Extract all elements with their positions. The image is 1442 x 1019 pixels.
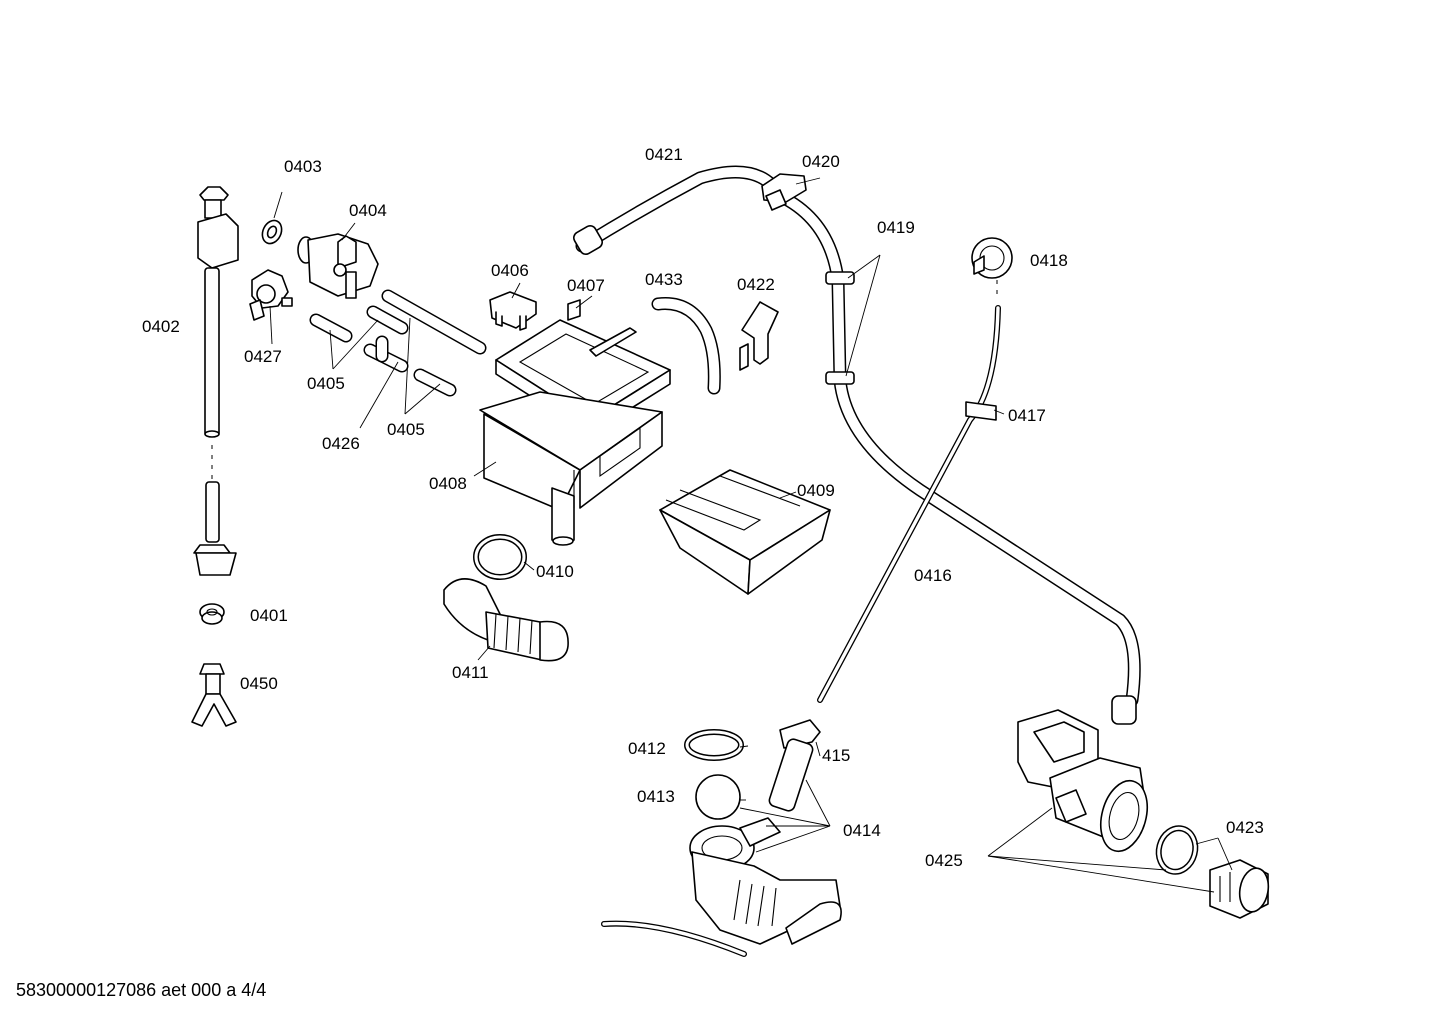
part-0421-hose xyxy=(573,165,787,255)
part-0419-clamps xyxy=(825,271,855,385)
part-0416-drain-hose xyxy=(773,189,1141,725)
part-0409-dispenser-drawer xyxy=(659,469,831,595)
label-0409: 0409 xyxy=(797,481,835,500)
part-0412-seal xyxy=(684,729,744,761)
part-0413-ball xyxy=(695,774,741,820)
label-0416: 0416 xyxy=(914,566,952,585)
part-0425-drain-pump xyxy=(1017,709,1149,853)
part-0403-washer xyxy=(261,219,283,245)
part-0427-valve xyxy=(249,269,293,321)
label-0406: 0406 xyxy=(491,261,529,280)
label-0410: 0410 xyxy=(536,562,574,581)
label-0404: 0404 xyxy=(349,201,387,220)
part-0420-bracket xyxy=(761,173,807,211)
leader-lines xyxy=(269,177,1233,893)
part-0406-clip xyxy=(489,291,537,331)
part-0426-connector xyxy=(363,335,409,373)
part-0405-tubes xyxy=(309,289,487,397)
drawing-reference-number: 58300000127086 aet 000 a 4/4 xyxy=(16,980,267,1000)
label-0426: 0426 xyxy=(322,434,360,453)
part-0402-inlet-hose xyxy=(193,186,239,576)
label-0412: 0412 xyxy=(628,739,666,758)
label-0407: 0407 xyxy=(567,276,605,295)
label-0425: 0425 xyxy=(925,851,963,870)
label-0417: 0417 xyxy=(1008,406,1046,425)
label-0408: 0408 xyxy=(429,474,467,493)
part-labels: 0402 0403 0404 0427 0405 0426 0405 0406 … xyxy=(142,145,1264,870)
label-0403: 0403 xyxy=(284,157,322,176)
label-0427: 0427 xyxy=(244,347,282,366)
label-0413: 0413 xyxy=(637,787,675,806)
label-0421: 0421 xyxy=(645,145,683,164)
label-0418: 0418 xyxy=(1030,251,1068,270)
part-0410-seal xyxy=(473,534,527,580)
label-0422: 0422 xyxy=(737,275,775,294)
part-0411-bellows-hose xyxy=(443,578,569,662)
part-0433-hose xyxy=(651,297,721,395)
part-0423-filter xyxy=(1209,859,1270,919)
label-0405-a: 0405 xyxy=(307,374,345,393)
part-0422-bracket xyxy=(739,301,779,371)
label-0401: 0401 xyxy=(250,606,288,625)
label-0420: 0420 xyxy=(802,152,840,171)
part-0450-y-connector xyxy=(191,663,237,727)
part-0404-valve xyxy=(297,233,379,299)
label-0402: 0402 xyxy=(142,317,180,336)
label-0419: 0419 xyxy=(877,218,915,237)
label-0414: 0414 xyxy=(843,821,881,840)
part-415-sensor-tube xyxy=(768,719,821,812)
label-0423: 0423 xyxy=(1226,818,1264,837)
label-415: 415 xyxy=(822,746,850,765)
part-0423-seal xyxy=(1155,825,1199,875)
part-0408-dispenser-housing xyxy=(479,391,663,546)
label-0405-b: 0405 xyxy=(387,420,425,439)
part-0414-sump xyxy=(601,817,842,957)
part-0417-pressure-tube xyxy=(817,305,1001,703)
part-0401-filter xyxy=(199,603,225,625)
label-0411: 0411 xyxy=(452,663,489,682)
part-0418-pressure-switch xyxy=(971,237,1013,300)
label-0433: 0433 xyxy=(645,270,683,289)
label-0450: 0450 xyxy=(240,674,278,693)
